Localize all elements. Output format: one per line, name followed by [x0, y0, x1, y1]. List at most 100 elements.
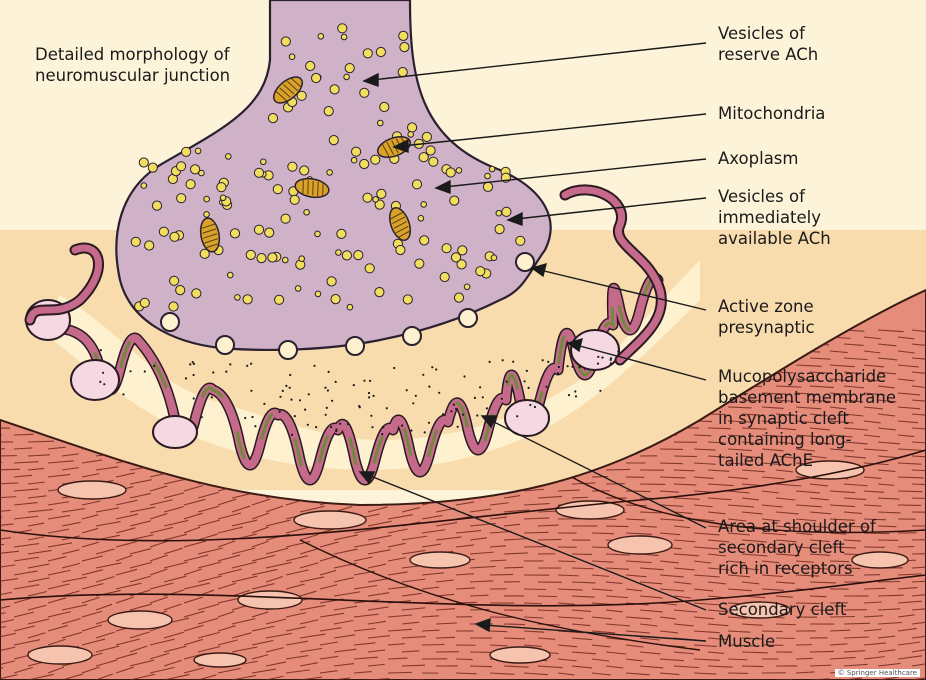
ach-vesicle	[365, 264, 374, 273]
ache-dot	[370, 415, 372, 417]
striation	[504, 624, 525, 625]
ach-vesicle	[324, 107, 333, 116]
ach-vesicle	[281, 214, 290, 223]
ache-dot	[225, 371, 227, 373]
ache-dot	[597, 356, 599, 358]
ach-vesicle	[360, 88, 369, 97]
label-line: rich in receptors	[718, 558, 876, 579]
striation	[810, 651, 834, 652]
ach-vesicle	[341, 34, 347, 40]
ach-vesicle	[299, 256, 305, 262]
ache-dot	[285, 385, 287, 387]
ach-vesicle	[336, 250, 342, 256]
ach-vesicle	[331, 295, 340, 304]
ach-vesicle	[182, 147, 191, 156]
ache-dot	[330, 426, 332, 428]
ach-vesicle	[195, 148, 201, 154]
ache-dot	[102, 372, 104, 374]
ach-vesicle	[170, 276, 179, 285]
ach-vesicle	[371, 155, 380, 164]
ach-vesicle	[375, 288, 384, 297]
ach-vesicle	[235, 295, 241, 301]
striation	[490, 574, 513, 575]
ache-dot	[153, 365, 155, 367]
ach-vesicle	[295, 286, 301, 292]
striation	[796, 658, 813, 659]
ach-vesicle	[464, 284, 470, 290]
ache-dot	[325, 414, 327, 416]
ache-dot	[386, 407, 388, 409]
title-line-2: neuromuscular junction	[35, 65, 265, 86]
ach-vesicle	[288, 162, 297, 171]
ache-dot	[144, 370, 146, 372]
ache-dot	[347, 423, 349, 425]
ache-dot	[382, 426, 384, 428]
ache-dot	[279, 411, 281, 413]
ache-dot	[373, 395, 375, 397]
label-line: reserve ACh	[718, 44, 818, 65]
ache-dot	[579, 366, 581, 368]
ach-vesicle	[257, 254, 266, 263]
striation	[776, 624, 796, 625]
ach-vesicle	[318, 34, 324, 40]
ache-dot	[502, 359, 504, 361]
ach-vesicle	[408, 123, 417, 132]
striation	[606, 469, 630, 470]
ach-vesicle	[141, 183, 147, 189]
ache-dot	[547, 361, 549, 363]
ach-vesicle	[327, 277, 336, 286]
ach-vesicle	[327, 170, 333, 176]
ache-dot	[512, 361, 514, 363]
ache-dot	[476, 414, 478, 416]
striation	[572, 497, 588, 498]
label-available-vesicles: Vesicles of immediately available ACh	[718, 186, 831, 249]
ach-vesicle	[338, 24, 347, 33]
ach-vesicle	[226, 154, 232, 160]
ache-dot	[289, 374, 291, 376]
muscle-nucleus	[294, 511, 366, 529]
ach-vesicle	[170, 232, 179, 241]
ach-vesicle	[268, 114, 277, 123]
label-line: Area at shoulder of	[718, 516, 876, 537]
ach-vesicle	[451, 253, 460, 262]
ach-vesicle	[204, 196, 210, 202]
ache-dot	[250, 363, 252, 365]
ach-vesicle	[217, 183, 226, 192]
ache-dot	[428, 422, 430, 424]
ache-dot	[462, 414, 464, 416]
label-line: available ACh	[718, 228, 831, 249]
ache-dot	[617, 350, 619, 352]
ache-dot	[294, 415, 296, 417]
ache-dot	[529, 404, 531, 406]
ache-dot	[534, 406, 536, 408]
label-shoulder: Area at shoulder of secondary cleft rich…	[718, 516, 876, 579]
label-axoplasm: Axoplasm	[718, 148, 798, 169]
ach-vesicle	[380, 102, 389, 111]
label-line: Mitochondria	[718, 103, 825, 124]
ach-vesicle	[408, 132, 414, 138]
ache-dot	[192, 361, 194, 363]
striation	[490, 631, 507, 632]
ach-vesicle	[351, 157, 357, 163]
ach-vesicle	[177, 162, 186, 171]
ache-dot	[291, 434, 293, 436]
ach-vesicle	[422, 132, 431, 141]
ach-vesicle	[421, 202, 427, 208]
ach-vesicle	[456, 168, 462, 174]
ache-dot	[99, 381, 101, 383]
ach-vesicle	[491, 255, 497, 261]
striation	[810, 596, 827, 597]
ach-vesicle	[450, 196, 459, 205]
ach-vesicle	[186, 180, 195, 189]
label-line: Secondary cleft	[718, 599, 846, 620]
ache-dot	[229, 363, 231, 365]
ach-vesicle	[354, 251, 363, 260]
ach-vesicle	[360, 159, 369, 168]
ache-dot	[326, 407, 328, 409]
ach-vesicle	[347, 304, 353, 310]
label-line: tailed AChE	[718, 450, 896, 471]
striation	[606, 526, 629, 527]
ach-vesicle	[254, 168, 263, 177]
ache-dot	[415, 395, 417, 397]
